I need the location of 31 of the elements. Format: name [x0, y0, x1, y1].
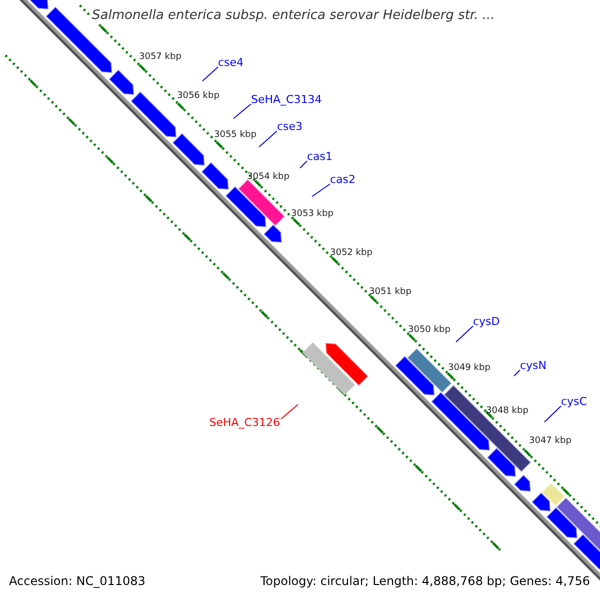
gene-label: cas2 — [330, 173, 356, 186]
gene-label: cysN — [520, 359, 547, 372]
gene-label: cse3 — [277, 120, 303, 133]
accession-label: Accession: NC_011083 — [9, 574, 146, 589]
gene-label: cse4 — [218, 56, 244, 69]
position-label: 3056 kbp — [177, 91, 220, 102]
gene-label: cysC — [561, 395, 587, 408]
position-label: 3057 kbp — [139, 52, 182, 63]
position-label: 3051 kbp — [369, 287, 412, 298]
position-label: 3048 kbp — [486, 406, 528, 417]
position-label: 3054 kbp — [247, 172, 290, 183]
leader-line — [202, 66, 218, 82]
genome-info: Topology: circular; Length: 4,888,768 bp; Genes: 4,756 — [260, 574, 590, 589]
position-label: 3047 kbp — [529, 436, 572, 447]
gene-label: cas1 — [307, 150, 333, 163]
leader-line — [233, 104, 252, 119]
position-label: 3052 kbp — [330, 248, 372, 259]
leader-line — [258, 130, 278, 148]
leader-line — [312, 184, 330, 197]
gene-label: SeHA_C3134 — [251, 93, 322, 106]
position-label: 3050 kbp — [408, 325, 450, 336]
gene-label: SeHA_C3126 — [209, 416, 280, 429]
leader-line — [456, 326, 474, 342]
leader-line — [544, 406, 562, 422]
leader-line — [280, 404, 298, 420]
gene-label: cysD — [473, 315, 500, 328]
position-label: 3049 kbp — [448, 363, 490, 374]
leader-line — [300, 160, 308, 168]
position-label: 3053 kbp — [291, 209, 334, 220]
position-label: 3055 kbp — [214, 130, 256, 141]
leader-line — [514, 370, 520, 376]
